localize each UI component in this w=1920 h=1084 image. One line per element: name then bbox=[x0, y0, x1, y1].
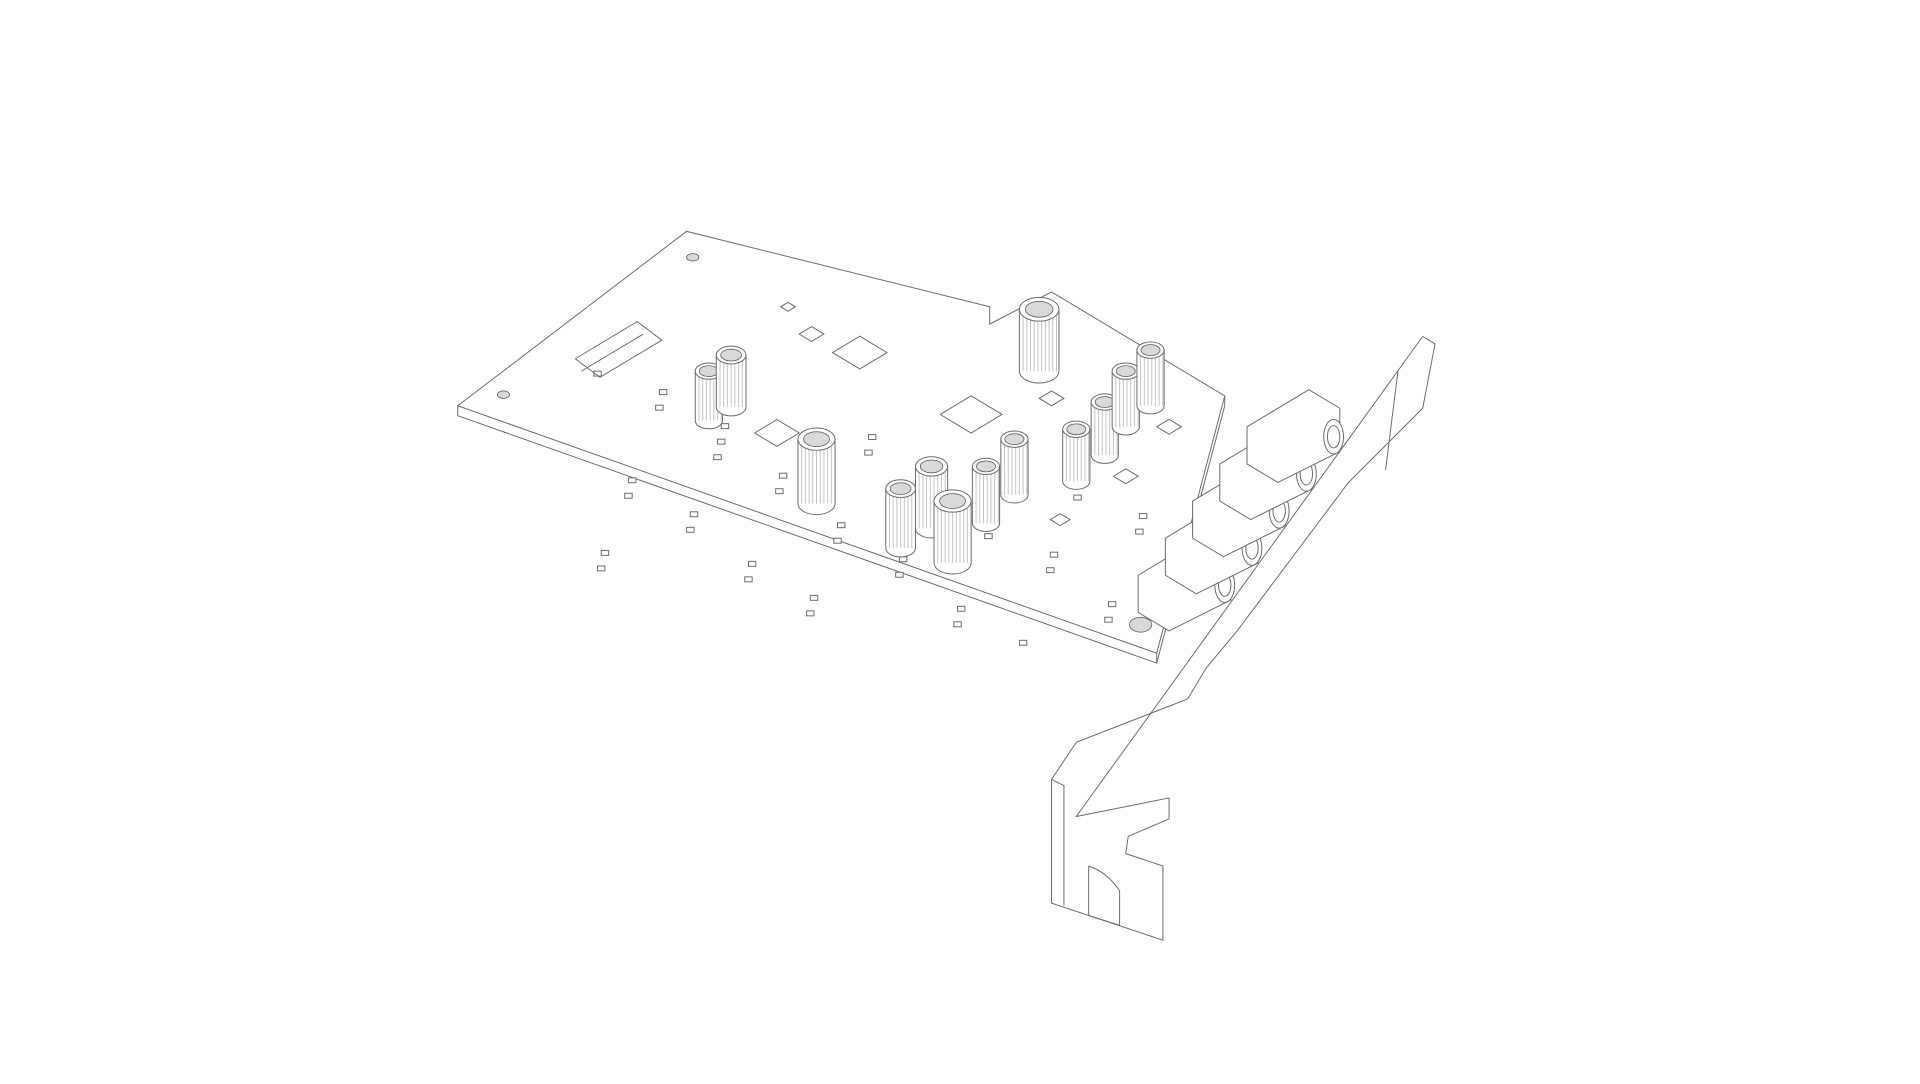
smd-component bbox=[1046, 567, 1055, 574]
capacitor bbox=[694, 362, 723, 430]
smd-component bbox=[1049, 551, 1059, 558]
smd-component bbox=[744, 576, 753, 583]
smd-component bbox=[867, 434, 877, 441]
capacitors bbox=[694, 296, 1165, 575]
ic-chip bbox=[1112, 468, 1140, 485]
smd-component bbox=[778, 472, 788, 479]
mount-hole bbox=[686, 253, 700, 262]
smd-component bbox=[898, 556, 908, 563]
smd-component bbox=[809, 594, 819, 601]
smd-component bbox=[713, 454, 722, 461]
smd-component bbox=[686, 526, 695, 533]
smd-component bbox=[747, 560, 757, 567]
smd-component bbox=[953, 621, 962, 628]
smd-component bbox=[1138, 513, 1148, 520]
smd-component bbox=[1135, 528, 1144, 535]
ic-chip bbox=[939, 395, 1004, 434]
smd-component bbox=[655, 404, 664, 411]
capacitor bbox=[1062, 420, 1091, 490]
smd-component bbox=[984, 533, 993, 540]
ic-chip bbox=[798, 326, 825, 343]
audio-jacks bbox=[1137, 389, 1344, 632]
smd-component bbox=[1104, 616, 1113, 623]
capacitor bbox=[1111, 362, 1140, 436]
capacitor bbox=[971, 457, 1001, 532]
audio-jack bbox=[1246, 389, 1344, 484]
smd-component bbox=[837, 522, 846, 529]
capacitor bbox=[933, 489, 972, 575]
capacitor bbox=[1000, 430, 1029, 504]
smd-component bbox=[895, 571, 904, 578]
ic-chip bbox=[779, 301, 797, 312]
capacitor bbox=[1090, 393, 1119, 464]
mount-hole bbox=[1129, 616, 1153, 633]
capacitor bbox=[797, 427, 836, 516]
smd-component bbox=[833, 537, 842, 544]
smd-component bbox=[689, 511, 699, 518]
smd-component bbox=[597, 565, 606, 572]
smd-component bbox=[775, 488, 784, 495]
smd-component bbox=[957, 605, 966, 612]
pci-bracket bbox=[1051, 335, 1436, 941]
smd-component bbox=[627, 477, 637, 484]
ic-chip bbox=[753, 419, 801, 447]
ic-chip bbox=[1155, 418, 1183, 435]
smd-component bbox=[1073, 494, 1082, 501]
pin-header bbox=[574, 321, 663, 378]
ic-chip bbox=[831, 335, 888, 370]
smd-component bbox=[1107, 601, 1117, 608]
capacitor bbox=[1018, 296, 1060, 384]
smd-component bbox=[624, 492, 633, 499]
capacitor bbox=[885, 479, 916, 558]
ic-chip bbox=[1049, 513, 1072, 527]
capacitor bbox=[715, 345, 747, 417]
smd-component bbox=[600, 549, 610, 556]
smd-component bbox=[720, 423, 730, 430]
smd-component bbox=[658, 389, 668, 396]
mount-hole bbox=[496, 390, 511, 399]
smd-component bbox=[806, 610, 815, 617]
capacitor bbox=[1136, 341, 1165, 415]
smd-component bbox=[717, 438, 726, 445]
smd-component bbox=[864, 449, 873, 456]
ic-chip bbox=[1038, 390, 1065, 407]
smd-component bbox=[1018, 639, 1028, 646]
